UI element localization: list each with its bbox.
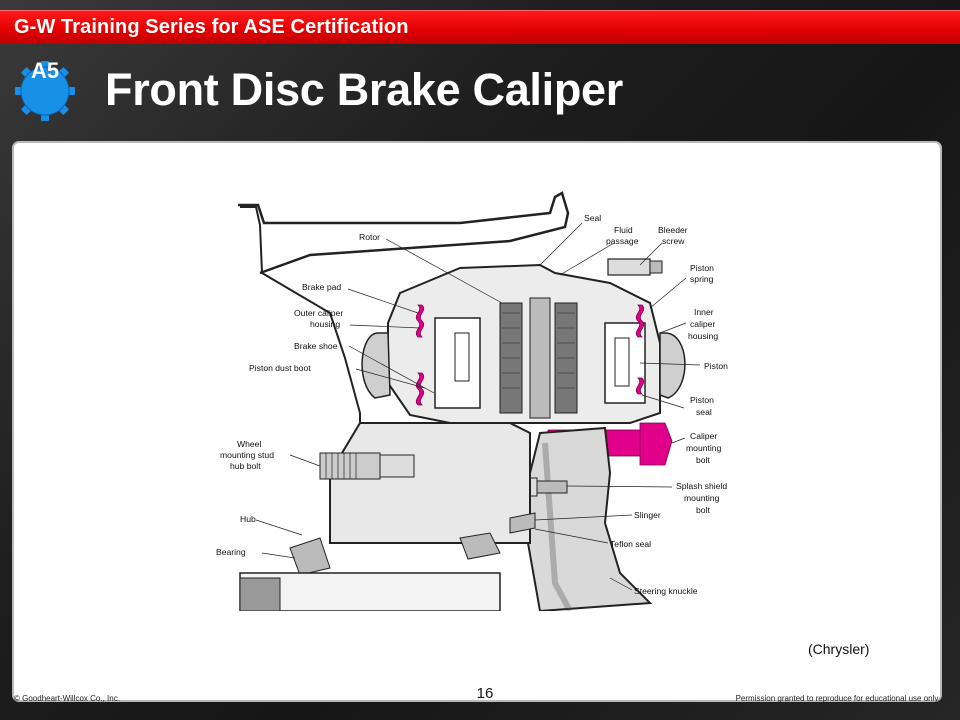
label-wheel-stud-3: hub bolt [230,461,261,471]
label-piston: Piston [704,361,728,371]
label-outer-caliper-2: housing [310,319,340,329]
label-teflon-seal: Teflon seal [610,539,651,549]
label-caliper-bolt-1: Caliper [690,431,717,441]
label-brake-pad: Brake pad [302,282,341,292]
gear-badge-icon [15,61,75,121]
label-fluid-passage-2: passage [606,236,639,246]
page-number: 16 [476,685,494,702]
label-outer-caliper-1: Outer caliper [294,308,343,318]
label-bleeder-screw-2: screw [662,236,685,246]
badge-label: A5 [30,58,60,83]
label-inner-caliper-1: Inner [694,307,714,317]
label-piston-dust-boot: Piston dust boot [249,363,311,373]
label-splash-shield-2: mounting [684,493,720,503]
label-bleeder-screw-1: Bleeder [658,225,688,235]
label-bearing: Bearing [216,547,246,557]
label-slinger: Slinger [634,510,661,520]
label-inner-caliper-3: housing [688,331,718,341]
label-piston-spring-1: Piston [690,263,714,273]
copyright-notice: © Goodheart-Willcox Co., Inc. [14,694,120,703]
caliper-diagram: Rotor Brake pad Outer caliper housing Br… [210,183,740,611]
label-fluid-passage-1: Fluid [614,225,633,235]
label-piston-seal-2: seal [696,407,712,417]
label-steering-knuckle: Steering knuckle [634,586,698,596]
slide-title: Front Disc Brake Caliper [105,64,623,115]
label-rotor: Rotor [359,232,380,242]
label-seal: Seal [584,213,601,223]
label-caliper-bolt-3: bolt [696,455,710,465]
label-brake-shoe: Brake shoe [294,341,338,351]
label-inner-caliper-2: caliper [690,319,715,329]
label-caliper-bolt-2: mounting [686,443,722,453]
label-wheel-stud-1: Wheel [237,439,261,449]
label-splash-shield-1: Splash shield [676,481,727,491]
label-piston-seal-1: Piston [690,395,714,405]
content-panel: Rotor Brake pad Outer caliper housing Br… [12,141,942,703]
label-wheel-stud-2: mounting stud [220,450,274,460]
permission-notice: Permission granted to reproduce for educ… [735,694,940,703]
label-splash-shield-3: bolt [696,505,710,515]
figure-credit: (Chrysler) [808,641,870,657]
series-banner: G-W Training Series for ASE Certificatio… [0,10,960,44]
label-piston-spring-2: spring [690,274,714,284]
label-hub: Hub [240,514,256,524]
series-title: G-W Training Series for ASE Certificatio… [14,16,409,38]
